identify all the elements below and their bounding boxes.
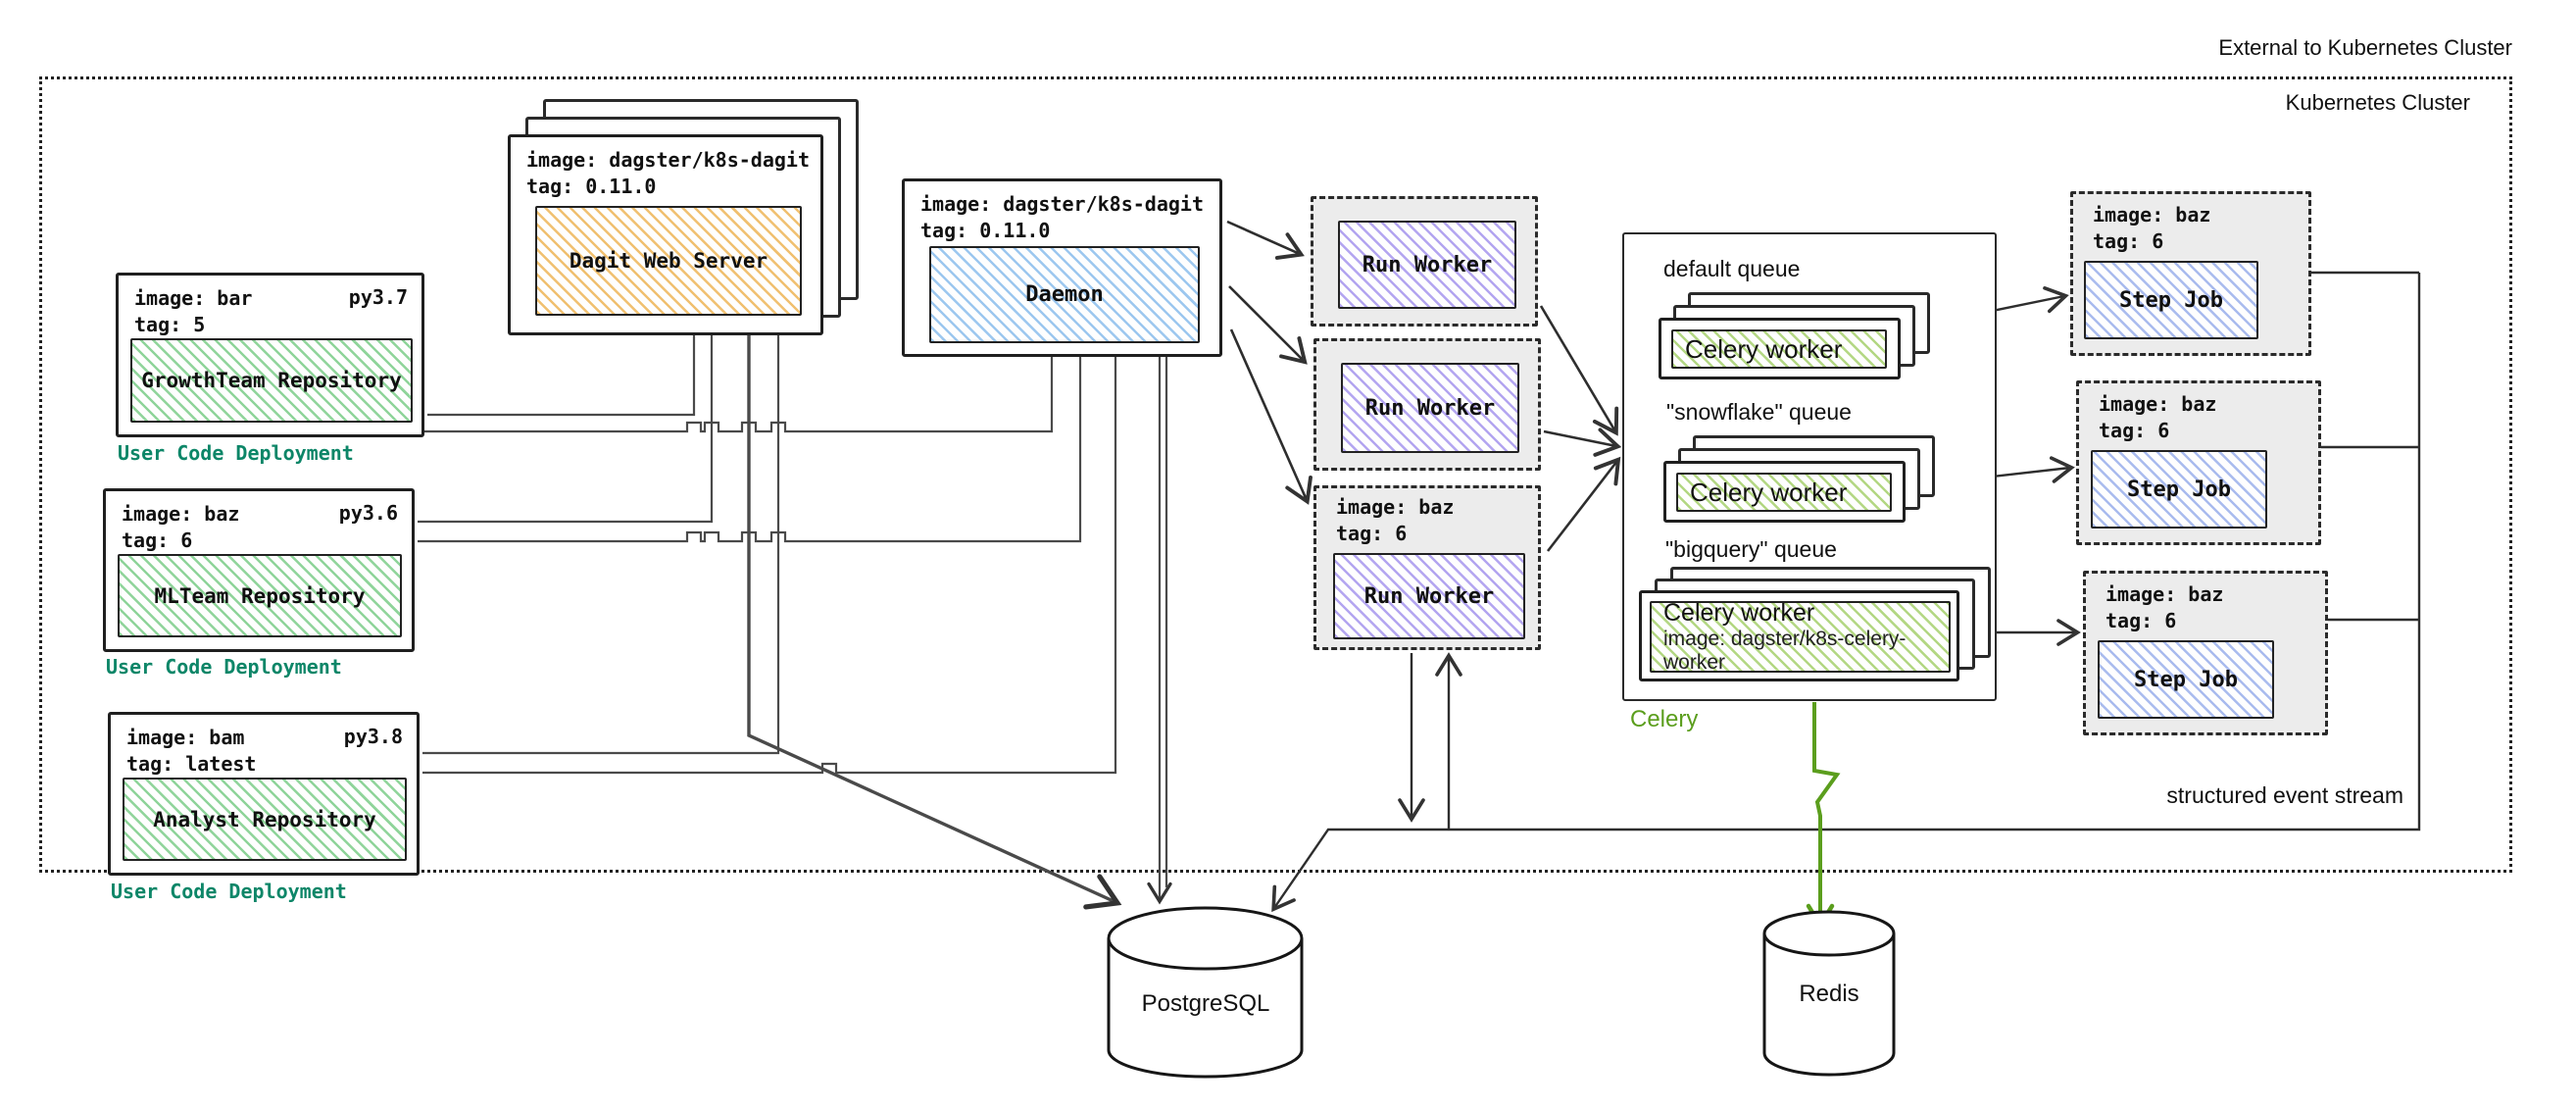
dagit-web-server-box: Dagit Web Server bbox=[535, 206, 802, 316]
runworker-to-celery-arrows bbox=[1539, 305, 1622, 552]
user-code-deployment-caption: User Code Deployment bbox=[111, 880, 347, 903]
growthteam-repository-box: GrowthTeam Repository bbox=[130, 338, 413, 423]
user-code-deployment-caption: User Code Deployment bbox=[106, 655, 342, 679]
celery-to-redis-line bbox=[1806, 702, 1841, 930]
run-worker-label: Run Worker bbox=[1363, 583, 1495, 609]
run-worker-pod-2: Run Worker bbox=[1313, 338, 1541, 471]
repository-label: Analyst Repository bbox=[153, 807, 376, 831]
step-job-box: Step Job bbox=[2098, 640, 2274, 719]
celery-worker-pod: Celery worker image: dagster/k8s-celery-… bbox=[1639, 590, 1959, 681]
step-job-label: Step Job bbox=[2119, 287, 2223, 313]
repository-label: GrowthTeam Repository bbox=[141, 369, 402, 392]
celery-worker-pod: Celery worker bbox=[1663, 461, 1906, 523]
celery-worker-box: Celery worker bbox=[1671, 329, 1887, 369]
step-job-label: Step Job bbox=[2134, 667, 2238, 692]
snowflake-queue-label: "snowflake" queue bbox=[1666, 399, 1852, 425]
run-worker-box: Run Worker bbox=[1341, 363, 1519, 453]
analyst-repository-box: Analyst Repository bbox=[123, 778, 407, 861]
step-job-label: Step Job bbox=[2127, 477, 2231, 502]
celery-worker-box: Celery worker image: dagster/k8s-celery-… bbox=[1650, 599, 1951, 674]
dagit-label: Dagit Web Server bbox=[569, 249, 768, 273]
kubernetes-cluster-boundary bbox=[39, 76, 2512, 873]
daemon-to-runworker-arrows bbox=[1226, 220, 1313, 505]
run-worker-pod-1: Run Worker bbox=[1311, 196, 1538, 327]
event-stream-label: structured event stream bbox=[2166, 782, 2403, 808]
external-cluster-label: External to Kubernetes Cluster bbox=[2218, 35, 2512, 60]
celery-worker-label: Celery worker bbox=[1685, 333, 1843, 364]
celery-container: default queue Celery worker "snowflake" … bbox=[1622, 232, 1997, 701]
python-version: py3.6 bbox=[338, 501, 398, 525]
celery-worker-image-label: image: dagster/k8s-celery-worker bbox=[1663, 628, 1907, 674]
kubernetes-cluster-label: Kubernetes Cluster bbox=[2285, 90, 2470, 115]
step-job-box: Step Job bbox=[2091, 450, 2267, 529]
bigquery-queue-label: "bigquery" queue bbox=[1665, 536, 1837, 562]
python-version: py3.7 bbox=[348, 285, 408, 309]
dagit-wires bbox=[418, 333, 1122, 910]
celery-worker-label: Celery worker bbox=[1690, 477, 1848, 507]
step-job-box: Step Job bbox=[2084, 261, 2258, 339]
run-worker-label: Run Worker bbox=[1362, 252, 1493, 277]
default-queue-label: default queue bbox=[1663, 256, 1801, 281]
python-version: py3.8 bbox=[343, 725, 403, 748]
run-worker-box: Run Worker bbox=[1333, 553, 1525, 639]
celery-caption: Celery bbox=[1630, 706, 1699, 732]
run-worker-label: Run Worker bbox=[1364, 395, 1496, 421]
celery-worker-box: Celery worker bbox=[1676, 473, 1892, 512]
mlteam-repository-box: MLTeam Repository bbox=[118, 554, 402, 637]
daemon-wires bbox=[418, 355, 1172, 905]
daemon-label: Daemon bbox=[1025, 282, 1104, 307]
redis-cylinder bbox=[1762, 910, 1896, 1077]
celery-worker-label: Celery worker bbox=[1663, 599, 1815, 627]
redis-label: Redis bbox=[1799, 981, 1859, 1007]
run-worker-box: Run Worker bbox=[1338, 221, 1516, 309]
postgres-label: PostgreSQL bbox=[1141, 990, 1270, 1017]
postgres-cylinder bbox=[1107, 906, 1304, 1079]
celery-worker-pod: Celery worker bbox=[1659, 318, 1901, 379]
daemon-box: Daemon bbox=[929, 246, 1200, 343]
user-code-deployment-caption: User Code Deployment bbox=[118, 441, 354, 465]
repository-label: MLTeam Repository bbox=[154, 583, 366, 608]
event-stream-lines bbox=[1271, 271, 2421, 913]
